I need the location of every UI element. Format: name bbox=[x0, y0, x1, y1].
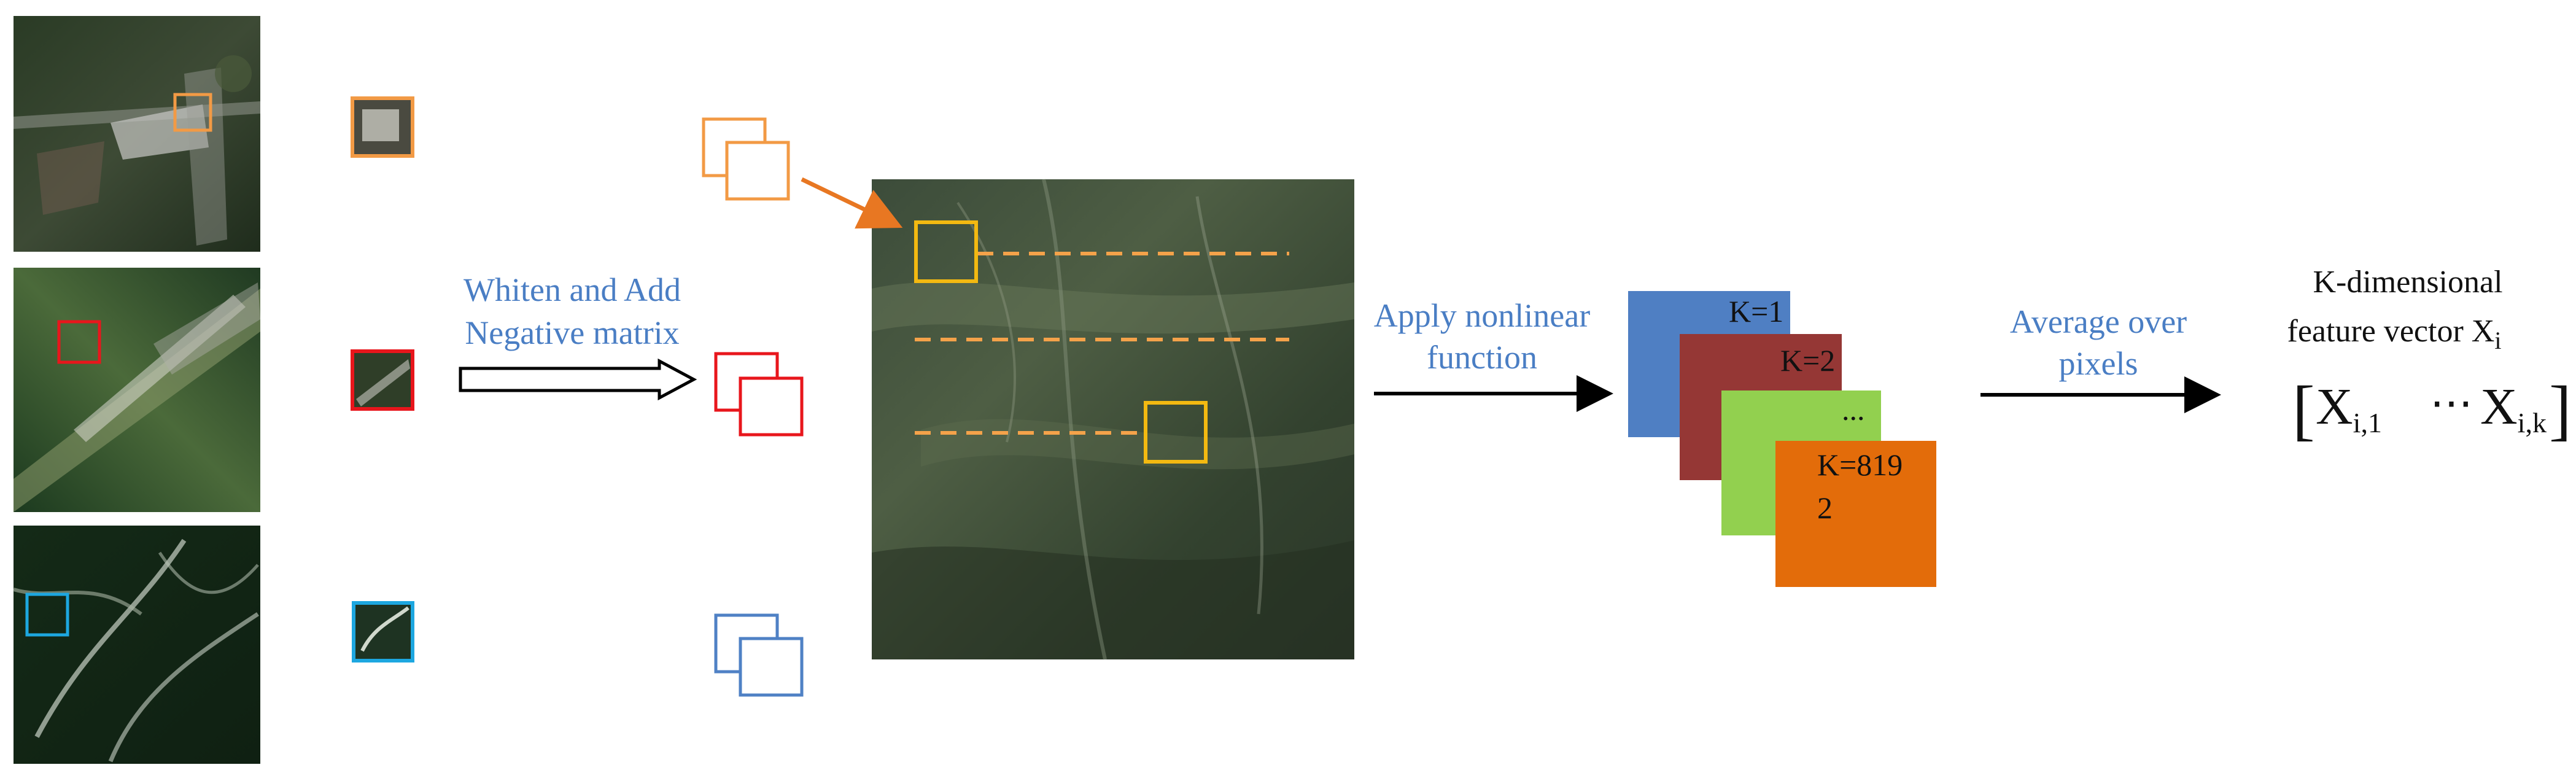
patch-box-orange bbox=[173, 93, 212, 132]
orange-arrow bbox=[801, 177, 903, 229]
filter-icon-blue bbox=[714, 613, 804, 697]
feature-map-k-last-label-line2: 2 bbox=[1817, 491, 1833, 525]
patch-box-red bbox=[57, 320, 101, 364]
patch-thumbnail-orange bbox=[351, 96, 414, 158]
vector-open-bracket: [ bbox=[2292, 372, 2315, 447]
vector-x1: X bbox=[2316, 378, 2353, 435]
scan-window-2 bbox=[1144, 401, 1208, 464]
feature-map-dots-label: ... bbox=[1842, 392, 1865, 427]
kdim-label-line1: K-dimensional bbox=[2313, 265, 2502, 300]
whiten-arrow bbox=[459, 358, 697, 401]
vector-element-1: Xi,1 bbox=[2316, 378, 2382, 438]
kdim-label-text: feature vector X bbox=[2287, 314, 2495, 349]
feature-map-k1-label: K=1 bbox=[1729, 294, 1783, 328]
large-satellite-image bbox=[872, 179, 1354, 660]
filter-icon-red bbox=[714, 352, 804, 437]
whiten-label-line2: Negative matrix bbox=[465, 314, 679, 351]
kdim-label-sub: i bbox=[2494, 327, 2501, 354]
apply-label-line2: function bbox=[1427, 339, 1537, 376]
vector-sub1: i,1 bbox=[2353, 407, 2382, 438]
feature-map-k-last-label-line1: K=819 bbox=[1817, 448, 1903, 482]
feature-vector: [ Xi,1 ⋯ Xi,k ] bbox=[2292, 372, 2572, 447]
scan-window-1 bbox=[914, 220, 978, 283]
vector-element-k: Xi,k bbox=[2480, 378, 2547, 438]
vector-close-bracket: ] bbox=[2549, 372, 2572, 447]
satellite-image-2 bbox=[14, 268, 260, 512]
patch-thumbnail-cyan bbox=[352, 601, 414, 662]
average-label-line1: Average over bbox=[2010, 303, 2187, 340]
average-label-line2: pixels bbox=[2059, 345, 2138, 382]
feature-map-k2-label: K=2 bbox=[1780, 343, 1835, 378]
whiten-label-line1: Whiten and Add bbox=[464, 271, 681, 308]
vector-sub2: i,k bbox=[2518, 407, 2547, 438]
feature-map-k-last: K=819 2 bbox=[1775, 441, 1936, 587]
patch-box-cyan bbox=[25, 593, 69, 637]
satellite-image-1 bbox=[14, 16, 260, 252]
apply-label-line1: Apply nonlinear bbox=[1374, 297, 1590, 334]
kdim-label-line2: feature vector Xi bbox=[2287, 314, 2502, 354]
satellite-image-3 bbox=[13, 526, 260, 764]
vector-x2: X bbox=[2480, 378, 2518, 435]
filter-icon-orange bbox=[702, 117, 790, 201]
vector-dots: ⋯ bbox=[2430, 380, 2473, 427]
patch-thumbnail-red bbox=[351, 349, 414, 411]
